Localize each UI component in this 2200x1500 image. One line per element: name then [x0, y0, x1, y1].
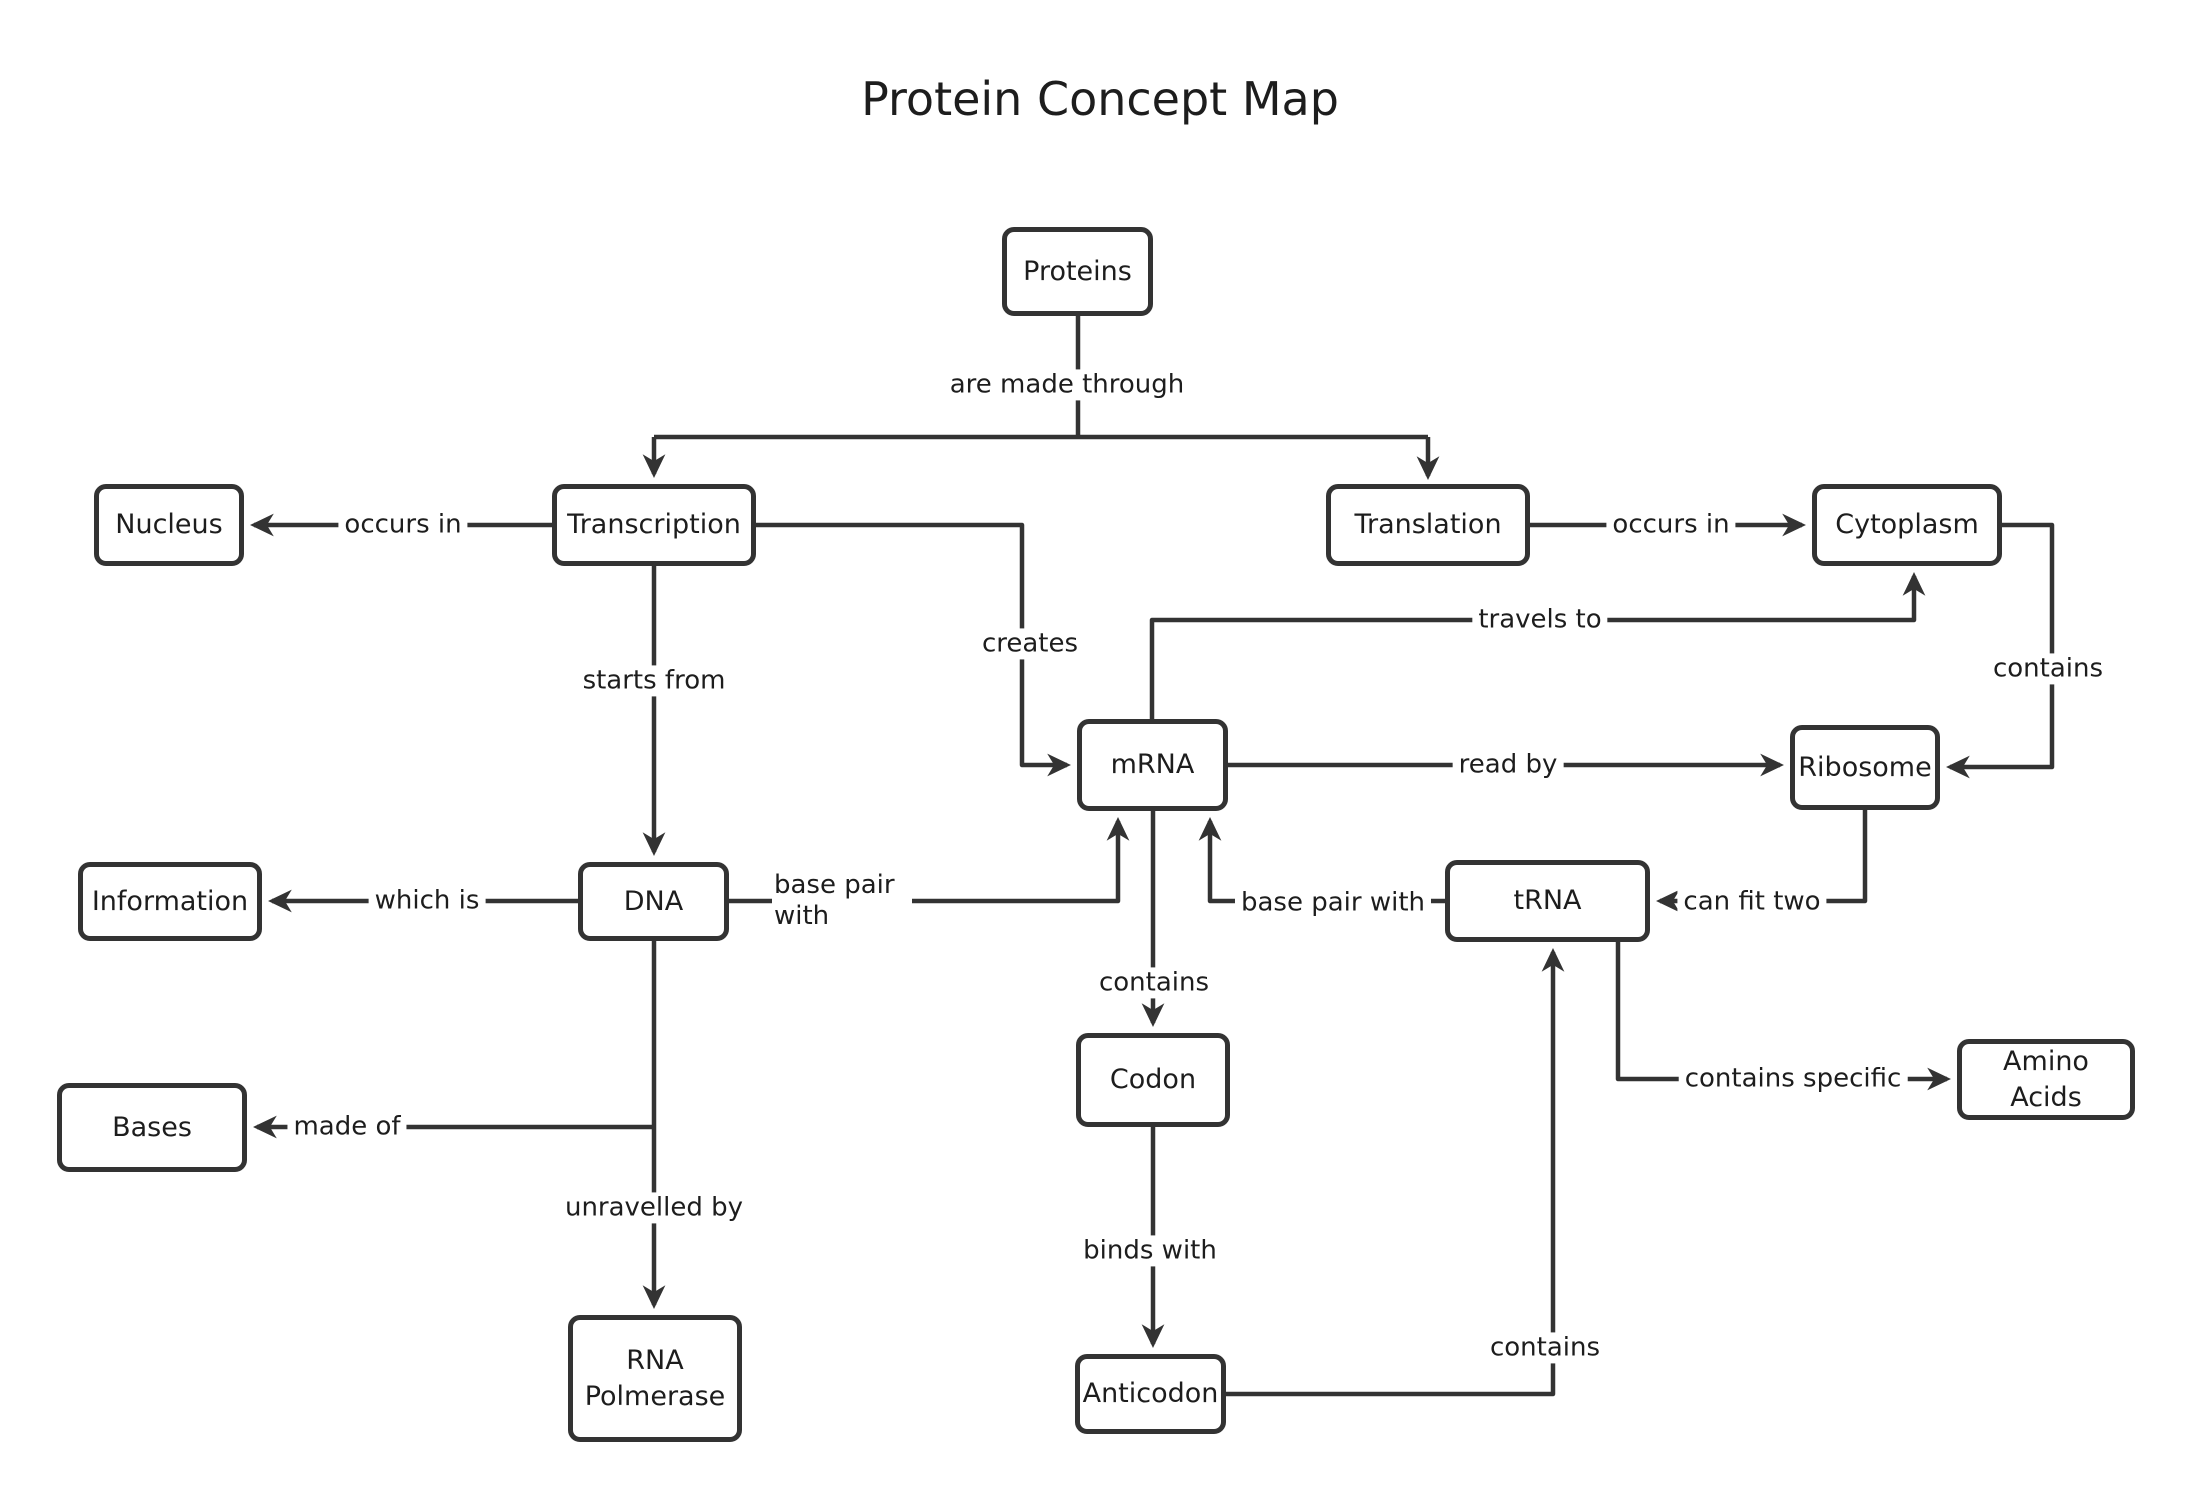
edge-label-occurs-in-cytoplasm: occurs in — [1606, 509, 1736, 541]
edge-label-starts-from: starts from — [576, 665, 732, 697]
edge-label-base-pair-with-dna: base pair with — [772, 869, 912, 933]
node-nucleus: Nucleus — [94, 484, 244, 566]
edge-label-read-by: read by — [1452, 749, 1564, 781]
node-proteins: Proteins — [1002, 227, 1153, 316]
page-title: Protein Concept Map — [861, 72, 1339, 126]
edge-trna-amino-acids — [1615, 942, 1951, 1091]
edge-label-unravelled-by: unravelled by — [558, 1192, 750, 1224]
edge-mrna-cytoplasm — [1149, 572, 1926, 719]
edge-label-which-is: which is — [368, 885, 486, 917]
edge-label-creates: creates — [975, 628, 1085, 660]
node-translation: Translation — [1326, 484, 1530, 566]
edge-label-contains-ribosome: contains — [1986, 653, 2110, 685]
node-bases: Bases — [57, 1083, 247, 1172]
edge-label-occurs-in-nucleus: occurs in — [338, 509, 468, 541]
node-ribosome: Ribosome — [1790, 725, 1940, 810]
node-transcription: Transcription — [552, 484, 756, 566]
node-codon: Codon — [1076, 1033, 1230, 1127]
node-mrna: mRNA — [1077, 719, 1228, 811]
edge-label-travels-to: travels to — [1472, 604, 1608, 636]
node-trna: tRNA — [1445, 860, 1650, 942]
node-cytoplasm: Cytoplasm — [1812, 484, 2002, 566]
edge-label-binds-with: binds with — [1077, 1235, 1223, 1267]
node-information: Information — [78, 862, 262, 941]
edge-label-contains-trna: contains — [1483, 1332, 1607, 1364]
node-amino-acids: Amino Acids — [1957, 1039, 2135, 1120]
edge-cytoplasm-ribosome — [1946, 522, 2055, 779]
node-dna: DNA — [578, 862, 729, 941]
edge-label-are-made-through: are made through — [943, 369, 1191, 401]
edge-label-made-of: made of — [287, 1111, 407, 1143]
edge-label-base-pair-with-trna: base pair with — [1234, 887, 1432, 919]
node-anticodon: Anticodon — [1075, 1354, 1226, 1434]
edge-label-can-fit-two: can fit two — [1677, 886, 1827, 918]
edge-label-contains-specific: contains specific — [1678, 1063, 1908, 1095]
node-rna-polymerase: RNA Polmerase — [568, 1315, 742, 1442]
edge-label-contains-codon: contains — [1092, 967, 1216, 999]
edge-anticodon-trna — [1226, 948, 1565, 1397]
